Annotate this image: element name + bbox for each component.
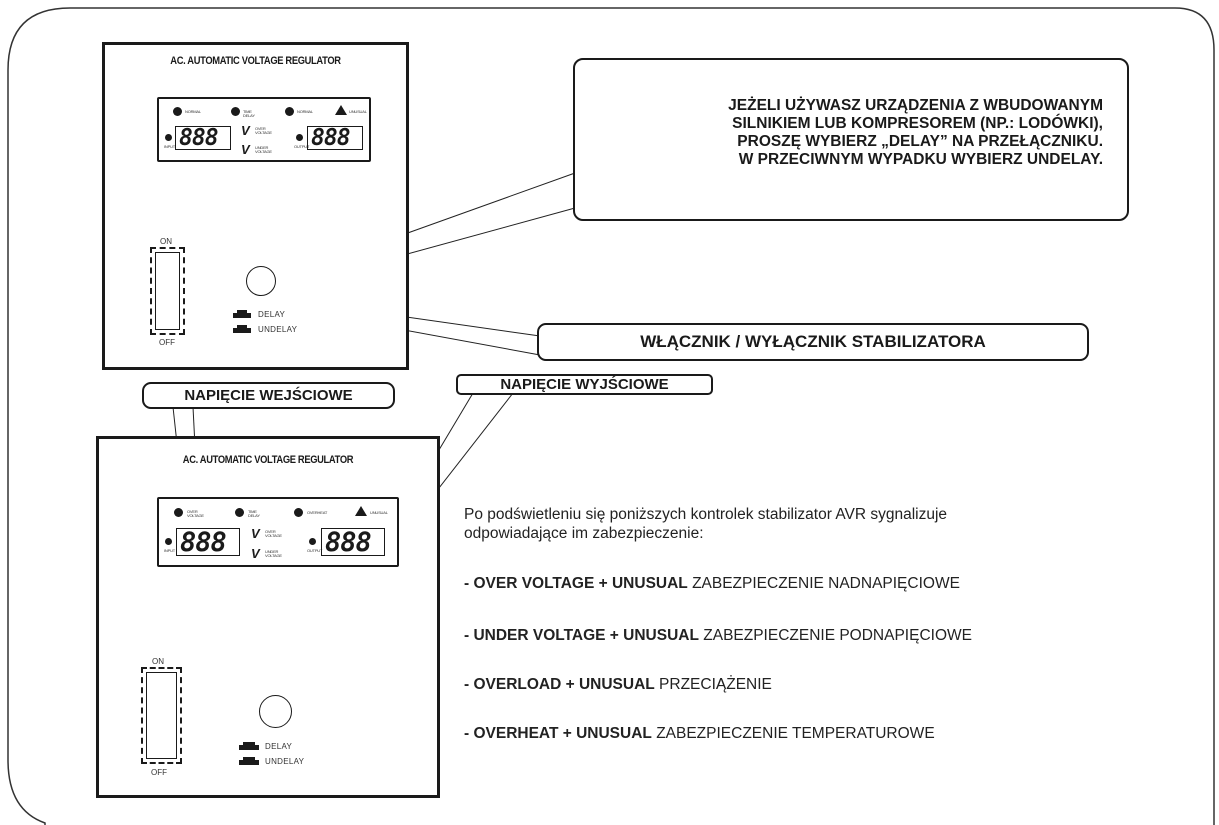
power-switch-rocker (146, 672, 177, 759)
panel-title: AC. AUTOMATIC VOLTAGE REGULATOR (182, 454, 354, 466)
input-digits: 888 (179, 125, 219, 151)
power-switch-rocker (155, 252, 180, 330)
protection-item: - OVER VOLTAGE + UNUSUAL ZABEZPIECZENIE … (464, 575, 960, 593)
input-label: INPUT (164, 144, 176, 149)
input-digits: 888 (180, 527, 227, 558)
protection-item-meaning: PRZECIĄŻENIE (654, 676, 772, 693)
switch-on-label: ON (152, 657, 164, 666)
over-voltage-label: OVER VOLTAGE (255, 126, 272, 135)
top-regulator-panel: AC. AUTOMATIC VOLTAGE REGULATOR NORMAL T… (102, 42, 409, 370)
input-lamp-icon (165, 134, 172, 141)
warning-triangle-icon (335, 105, 347, 115)
protection-item: - OVERLOAD + UNUSUAL PRZECIĄŻENIE (464, 676, 772, 694)
warning-triangle-icon (355, 506, 367, 516)
power-switch-callout: WŁĄCZNIK / WYŁĄCZNIK STABILIZATORA (537, 323, 1089, 361)
power-switch[interactable] (150, 247, 185, 335)
indicator-label: TIME DELAY (248, 509, 260, 518)
time-delay-lamp-icon (231, 107, 240, 116)
input-voltage-label: NAPIĘCIE WEJŚCIOWE (142, 382, 395, 409)
bottom-regulator-panel: AC. AUTOMATIC VOLTAGE REGULATOR OVER VOL… (96, 436, 440, 798)
undelay-label: UNDELAY (265, 757, 305, 766)
switch-on-label: ON (160, 237, 172, 246)
protection-item-meaning: ZABEZPIECZENIE TEMPERATUROWE (651, 725, 935, 742)
delay-label: DELAY (265, 742, 293, 751)
indicator-label: UNUSUAL (349, 109, 367, 114)
under-voltage-icon: V (251, 546, 260, 561)
delay-label: DELAY (258, 310, 286, 319)
normal-lamp-icon (285, 107, 294, 116)
delay-selector-knob[interactable] (246, 266, 276, 296)
protection-item-signals: - UNDER VOLTAGE + UNUSUAL (464, 627, 699, 644)
delay-selector-knob[interactable] (259, 695, 292, 728)
switch-off-label: OFF (159, 338, 175, 347)
indicator-label: NORMAL (185, 109, 201, 114)
undelay-button-icon (233, 328, 251, 333)
output-lamp-icon (309, 538, 316, 545)
delay-button-icon (233, 313, 251, 318)
under-voltage-label: UNDER VOLTAGE (255, 145, 272, 154)
callout-line: SILNIKIEM LUB KOMPRESOREM (NP.: LODÓWKI)… (732, 115, 1103, 132)
input-label: INPUT (164, 548, 176, 553)
delay-instruction-callout: JEŻELI UŻYWASZ URZĄDZENIA Z WBUDOWANYM S… (573, 58, 1129, 221)
time-delay-lamp-icon (235, 508, 244, 517)
overheat-lamp-icon (294, 508, 303, 517)
indicator-label: OVERHEAT (307, 510, 328, 515)
undelay-label: UNDELAY (258, 325, 298, 334)
output-label: OUTPUT (307, 548, 323, 553)
over-voltage-lamp-icon (174, 508, 183, 517)
front-display: NORMAL TIME DELAY NORMAL UNUSUAL INPUT 8… (157, 97, 371, 162)
protection-item-meaning: ZABEZPIECZENIE NADNAPIĘCIOWE (687, 575, 960, 592)
output-lamp-icon (296, 134, 303, 141)
intro-line: Po podświetleniu się poniższych kontrole… (464, 506, 948, 523)
delay-button-icon (243, 742, 255, 745)
protection-item-signals: - OVER VOLTAGE + UNUSUAL (464, 575, 688, 592)
callout-line: PROSZĘ WYBIERZ „DELAY” NA PRZEŁĄCZNIKU. (737, 133, 1103, 150)
protection-item-meaning: ZABEZPIECZENIE PODNAPIĘCIOWE (698, 627, 972, 644)
output-voltage-readout: 888 (321, 528, 385, 556)
under-voltage-label: UNDER VOLTAGE (265, 549, 282, 558)
indicator-label: OVER VOLTAGE (187, 509, 204, 518)
over-voltage-icon: V (251, 526, 260, 541)
delay-button-icon (237, 310, 247, 313)
output-voltage-label: NAPIĘCIE WYJŚCIOWE (456, 374, 713, 395)
output-digits: 888 (311, 125, 351, 151)
output-digits: 888 (325, 527, 372, 558)
intro-line: odpowiadające im zabezpieczenie: (464, 525, 704, 542)
over-voltage-label: OVER VOLTAGE (265, 529, 282, 538)
delay-button-icon (239, 745, 259, 750)
undelay-button-icon (243, 757, 255, 760)
callout-line: W PRZECIWNYM WYPADKU WYBIERZ UNDELAY. (738, 151, 1103, 168)
output-label: OUTPUT (294, 144, 310, 149)
input-voltage-readout: 888 (175, 126, 231, 150)
protection-item: - OVERHEAT + UNUSUAL ZABEZPIECZENIE TEMP… (464, 725, 935, 743)
undelay-button-icon (237, 325, 247, 328)
over-voltage-icon: V (241, 123, 250, 138)
protection-item-signals: - OVERHEAT + UNUSUAL (464, 725, 652, 742)
protection-intro: Po podświetleniu się poniższych kontrole… (464, 505, 947, 543)
normal-lamp-icon (173, 107, 182, 116)
power-switch[interactable] (141, 667, 182, 764)
protection-item-signals: - OVERLOAD + UNUSUAL (464, 676, 655, 693)
input-voltage-readout: 888 (176, 528, 240, 556)
callout-line: JEŻELI UŻYWASZ URZĄDZENIA Z WBUDOWANYM (728, 97, 1103, 114)
protection-item: - UNDER VOLTAGE + UNUSUAL ZABEZPIECZENIE… (464, 627, 972, 645)
front-display: OVER VOLTAGE TIME DELAY OVERHEAT UNUSUAL… (157, 497, 399, 567)
indicator-label: NORMAL (297, 109, 313, 114)
switch-off-label: OFF (151, 768, 167, 777)
delay-instruction-text: JEŻELI UŻYWASZ URZĄDZENIA Z WBUDOWANYM S… (728, 97, 1103, 169)
indicator-label: UNUSUAL (370, 510, 388, 515)
output-voltage-readout: 888 (307, 126, 363, 150)
input-lamp-icon (165, 538, 172, 545)
under-voltage-icon: V (241, 142, 250, 157)
indicator-label: TIME DELAY (243, 109, 255, 118)
panel-title: AC. AUTOMATIC VOLTAGE REGULATOR (170, 55, 341, 67)
undelay-button-icon (239, 760, 259, 765)
